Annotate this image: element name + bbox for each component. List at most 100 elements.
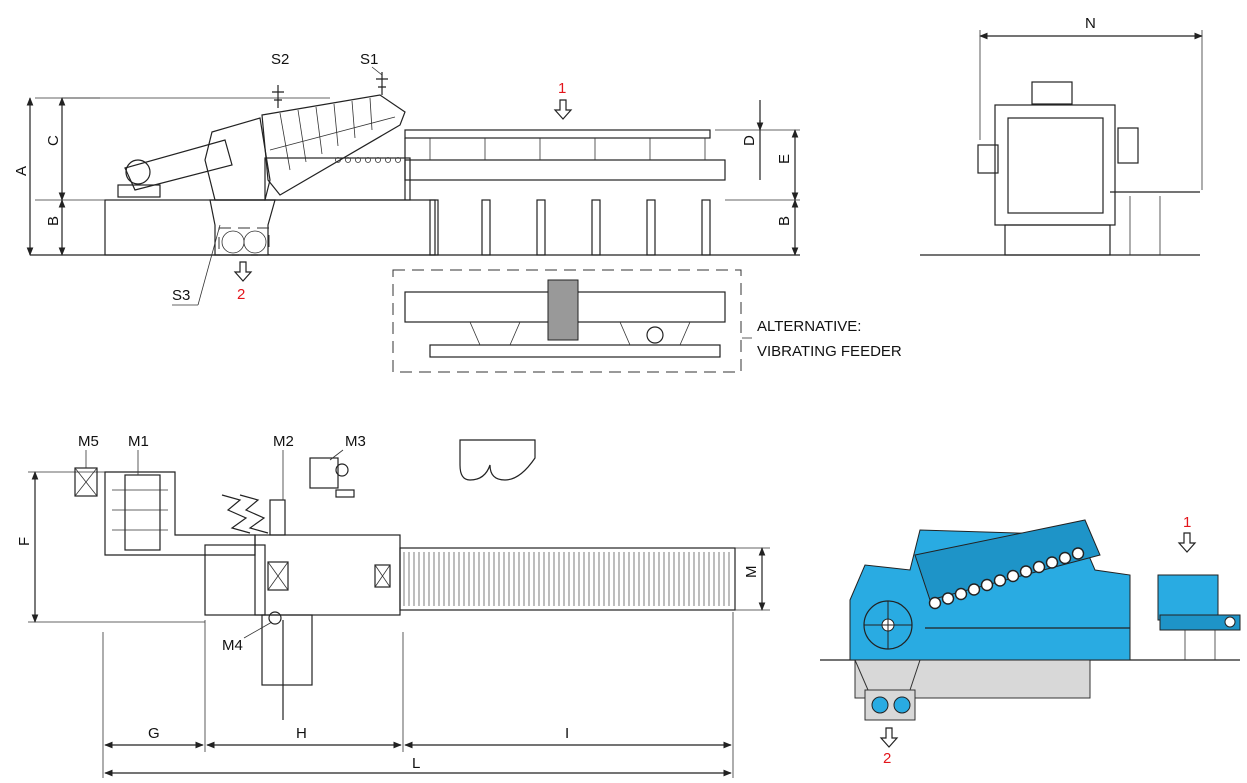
iso-view: 1 2 [820,514,1241,767]
sensor-s1-label: S1 [360,51,378,68]
screen-disc [967,583,981,596]
screen-zigzag-2 [239,494,269,534]
iso-flow-in-label: 1 [1183,514,1191,531]
motor-m1-label: M1 [128,433,149,450]
dim-h-label: H [296,725,307,742]
main-motor-frame [104,471,256,556]
motor-base [117,184,161,198]
alternative-line1: ALTERNATIVE: [757,318,861,335]
dim-f-label: F [16,537,33,546]
drive-pulley [125,159,151,185]
motor-m4-label: M4 [222,637,243,654]
vibrating-feeder-block [547,279,579,341]
roller-left [221,230,245,254]
screen-box [254,534,401,616]
iso-flow-out-label: 2 [883,750,891,767]
sensor-s3-label: S3 [172,287,190,304]
finger-screen-deck [261,94,406,196]
chassis-bolts [335,157,401,163]
drive-arm [124,139,233,191]
front-right-motor [1117,127,1139,164]
motor-m3-label: M3 [345,433,366,450]
output-chute [261,614,313,686]
sensor-s2-label: S2 [271,51,289,68]
alternative-frame [392,269,742,373]
conveyor-top-rail [404,129,711,139]
dim-n-label: N [1085,15,1096,32]
front-top-grill [1031,81,1073,105]
motor-m2 [269,499,286,536]
dim-b-right-label: B [776,216,793,226]
dim-e-label: E [776,154,793,164]
screen-disc [980,578,994,592]
vibrating-base [429,344,721,358]
conveyor-legs [429,199,711,256]
motor-m5-label: M5 [78,433,99,450]
roller-housing [218,227,270,256]
iso-flow-out-arrow-icon [879,727,899,748]
screen-disc [1006,569,1020,583]
screen-disc [1045,556,1059,569]
iso-flow-in-arrow-icon [1177,532,1197,553]
machine-foundation [104,199,436,256]
rotor-housing [204,117,271,201]
screen-disc [1071,547,1085,560]
iso-roller-left [871,696,889,714]
lifting-eye-s1 [376,72,388,95]
dim-m-label: M [743,566,760,579]
iso-feeder-belt [1159,614,1241,631]
iso-feeder-section [1157,574,1219,621]
screen-disc [1058,551,1072,565]
lifting-eye-s2 [272,85,284,108]
screen-marker-left [267,561,289,591]
motor-m3-pulley [335,463,349,477]
screen-marker-right [374,564,391,588]
flow-out-label: 2 [237,286,245,303]
motor-m4 [268,611,282,625]
screen-zigzag [221,494,251,534]
dim-i-label: I [565,725,569,742]
flow-in-label: 1 [558,80,566,97]
motor-m1 [124,474,161,551]
side-view: A C B D E B S2 S1 S3 1 2 [13,51,800,306]
machine-chassis [264,157,411,201]
motor-m3-base [335,489,355,498]
finger-screen-legend-icon [459,439,536,481]
screen-disc [1019,565,1033,578]
iso-roller-right [893,696,911,714]
conveyor-posts [429,138,706,160]
screen-disc [954,587,968,601]
dim-b-left-label: B [45,216,62,226]
screen-disc [928,596,942,610]
motor-m3 [309,457,339,489]
screen-fingers [269,97,396,171]
front-housing [994,104,1116,226]
screen-disc [1032,560,1046,574]
motor-m2-label: M2 [273,433,294,450]
front-view: N [920,15,1203,256]
roller-right [243,230,267,254]
rotor-box [204,544,266,616]
front-base [1004,224,1111,256]
top-conveyor [399,547,736,611]
dim-g-label: G [148,725,160,742]
dim-a-label: A [13,166,30,176]
flow-in-arrow-icon [553,99,573,120]
front-rotor-frame [1007,117,1104,214]
conveyor-slats [403,552,730,606]
iso-disc-rollers [928,547,1085,610]
alternative-feeder-view: ALTERNATIVE: VIBRATING FEEDER [392,269,902,373]
screen-disc [993,574,1007,587]
alternative-line2: VIBRATING FEEDER [757,343,902,360]
dim-d-label: D [741,135,758,146]
screen-disc [941,592,955,605]
dim-c-label: C [45,135,62,146]
top-view: F M [16,433,770,778]
vibrator-motor-icon [646,326,664,344]
conveyor-belt [404,159,726,181]
flow-out-arrow-icon [233,261,253,282]
dim-l-label: L [412,755,420,772]
front-left-motor [977,144,999,174]
iso-screen-deck [914,519,1101,601]
